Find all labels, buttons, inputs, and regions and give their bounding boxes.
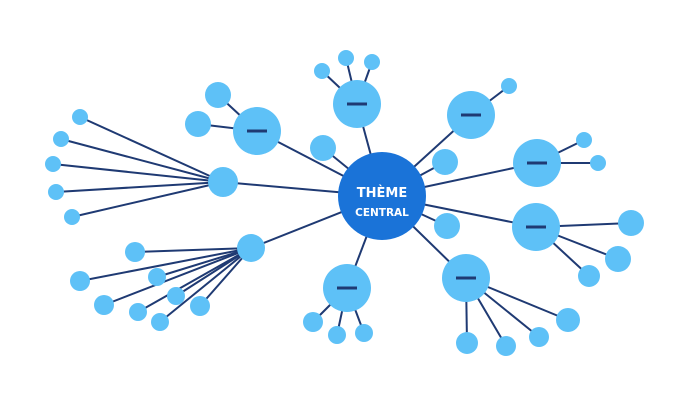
minus-icon — [526, 225, 546, 229]
hub-left-leaf-3[interactable] — [45, 156, 61, 172]
hub-right-upper-leaf-1[interactable] — [576, 132, 592, 148]
hub-right-lower-leaf-1[interactable] — [618, 210, 644, 236]
edge-hub-lower-left-to-leaf-5 — [137, 247, 252, 313]
hub-left-leaf-5[interactable] — [64, 209, 80, 225]
central-theme-circle[interactable] — [338, 152, 426, 240]
edge-hub-lower-left-to-leaf-7 — [159, 247, 252, 323]
hub-lower-left-leaf-7[interactable] — [151, 313, 169, 331]
branch-node-center-lower-right[interactable] — [434, 213, 460, 239]
edge-hub-lower-left-to-leaf-6 — [175, 247, 252, 297]
hub-upper-left-leaf-1[interactable] — [205, 82, 231, 108]
minus-icon — [527, 161, 547, 165]
hub-left-leaf-1[interactable] — [72, 109, 88, 125]
edge-hub-left-to-leaf-5 — [71, 181, 224, 218]
hub-lower-right-leaf-2[interactable] — [529, 327, 549, 347]
hub-left-node[interactable] — [208, 167, 238, 197]
hub-lower-right-leaf-4[interactable] — [456, 332, 478, 354]
hub-lower-left-leaf-5[interactable] — [129, 303, 147, 321]
hub-lower-left-leaf-3[interactable] — [70, 271, 90, 291]
hub-lower-left-leaf-4[interactable] — [94, 295, 114, 315]
edge-hub-lower-left-to-leaf-1 — [134, 247, 252, 253]
edge-hub-left-to-leaf-4 — [55, 181, 224, 193]
hub-bottom-leaf-3[interactable] — [355, 324, 373, 342]
branch-node-center-right[interactable] — [432, 149, 458, 175]
minus-icon — [461, 113, 481, 117]
edge-hub-lower-left-to-leaf-2 — [156, 247, 252, 278]
hub-right-lower-leaf-2[interactable] — [605, 246, 631, 272]
edge-hub-lower-left-to-leaf-3 — [79, 247, 252, 282]
hub-lower-left-leaf-6[interactable] — [167, 287, 185, 305]
hub-upper-left-leaf-2[interactable] — [185, 111, 211, 137]
hub-lower-left-leaf-2[interactable] — [148, 268, 166, 286]
branch-node-center-upper-left[interactable] — [310, 135, 336, 161]
hub-lower-left-leaf-1[interactable] — [125, 242, 145, 262]
hub-bottom-leaf-2[interactable] — [328, 326, 346, 344]
hub-left-leaf-2[interactable] — [53, 131, 69, 147]
hub-top-leaf-1[interactable] — [314, 63, 330, 79]
hub-lower-right-leaf-3[interactable] — [496, 336, 516, 356]
central-theme-label-line1: THÈME — [357, 185, 407, 201]
hub-upper-right-leaf-1[interactable] — [501, 78, 517, 94]
hub-lower-left-node[interactable] — [237, 234, 265, 262]
hub-left-leaf-4[interactable] — [48, 184, 64, 200]
hub-bottom-leaf-1[interactable] — [303, 312, 323, 332]
edge-hub-lower-left-to-leaf-4 — [103, 247, 252, 306]
hub-right-upper-leaf-2[interactable] — [590, 155, 606, 171]
hub-lower-left-leaf-8[interactable] — [190, 296, 210, 316]
minus-icon — [347, 102, 367, 106]
hub-top-leaf-3[interactable] — [364, 54, 380, 70]
central-theme-node[interactable]: THÈME CENTRAL — [338, 152, 426, 240]
minus-icon — [456, 276, 476, 280]
edge-hub-left-to-leaf-1 — [79, 116, 224, 183]
nodes-layer — [45, 50, 644, 356]
hub-top-leaf-2[interactable] — [338, 50, 354, 66]
edge-hub-left-to-leaf-3 — [52, 163, 224, 183]
hub-right-lower-leaf-3[interactable] — [578, 265, 600, 287]
minus-icon — [247, 129, 267, 133]
hub-lower-right-leaf-1[interactable] — [556, 308, 580, 332]
minus-icon — [337, 286, 357, 290]
edge-hub-left-to-leaf-2 — [60, 138, 224, 183]
central-theme-label-line2: CENTRAL — [355, 207, 409, 219]
